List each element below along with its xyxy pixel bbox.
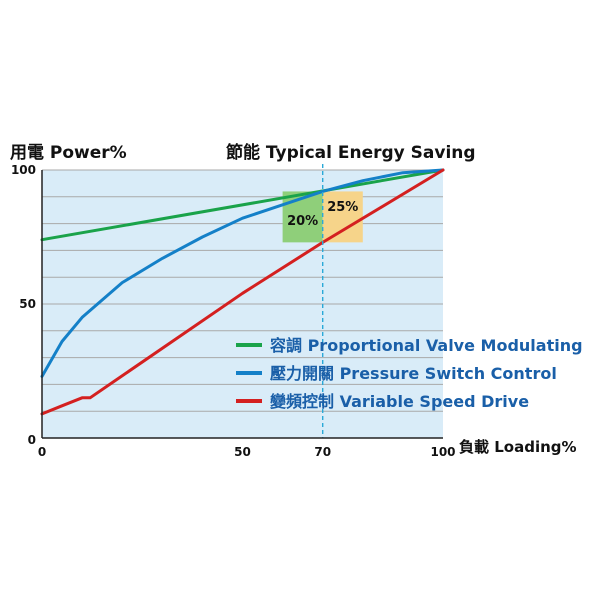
x-tick-label: 70 [314,445,331,459]
y-tick-label: 50 [19,297,36,311]
x-tick-label: 50 [234,445,251,459]
y-tick-label: 100 [11,163,36,177]
x-axis-label: 負載 Loading% [459,438,577,456]
y-axis-label: 用電 Power% [10,143,127,163]
legend-entry: 變頻控制 Variable Speed Drive [270,392,529,411]
series-line [40,168,445,242]
legend-entry: 容調 Proportional Valve Modulating [269,336,583,355]
chart-title: 節能 Typical Energy Saving [225,142,476,163]
legend-label-en: Pressure Switch Control [340,364,557,383]
legend-label-en: Proportional Valve Modulating [308,336,583,355]
x-tick-label: 100 [430,445,455,459]
legend-label-zh: 容調 [269,336,308,355]
legend-entry: 壓力開關 Pressure Switch Control [270,364,557,383]
x-tick-label: 0 [38,445,46,459]
annotation-box [322,191,363,243]
annotation-label: 20% [287,214,318,229]
legend-label-zh: 變頻控制 [270,392,340,411]
tick-labels: 0 50 70 100 0 50 100 [11,163,456,459]
legend-label-zh: 壓力開關 [270,364,340,383]
legend-label-en: Variable Speed Drive [340,392,530,411]
legend: 容調 Proportional Valve Modulating 壓力開關 Pre… [236,336,583,411]
annotation-label: 25% [327,200,358,215]
annotations: 20% 25% [282,191,363,243]
y-tick-label: 0 [28,433,36,447]
annotation-box [282,191,323,243]
grid-lines [42,169,443,412]
series-line [40,168,445,378]
